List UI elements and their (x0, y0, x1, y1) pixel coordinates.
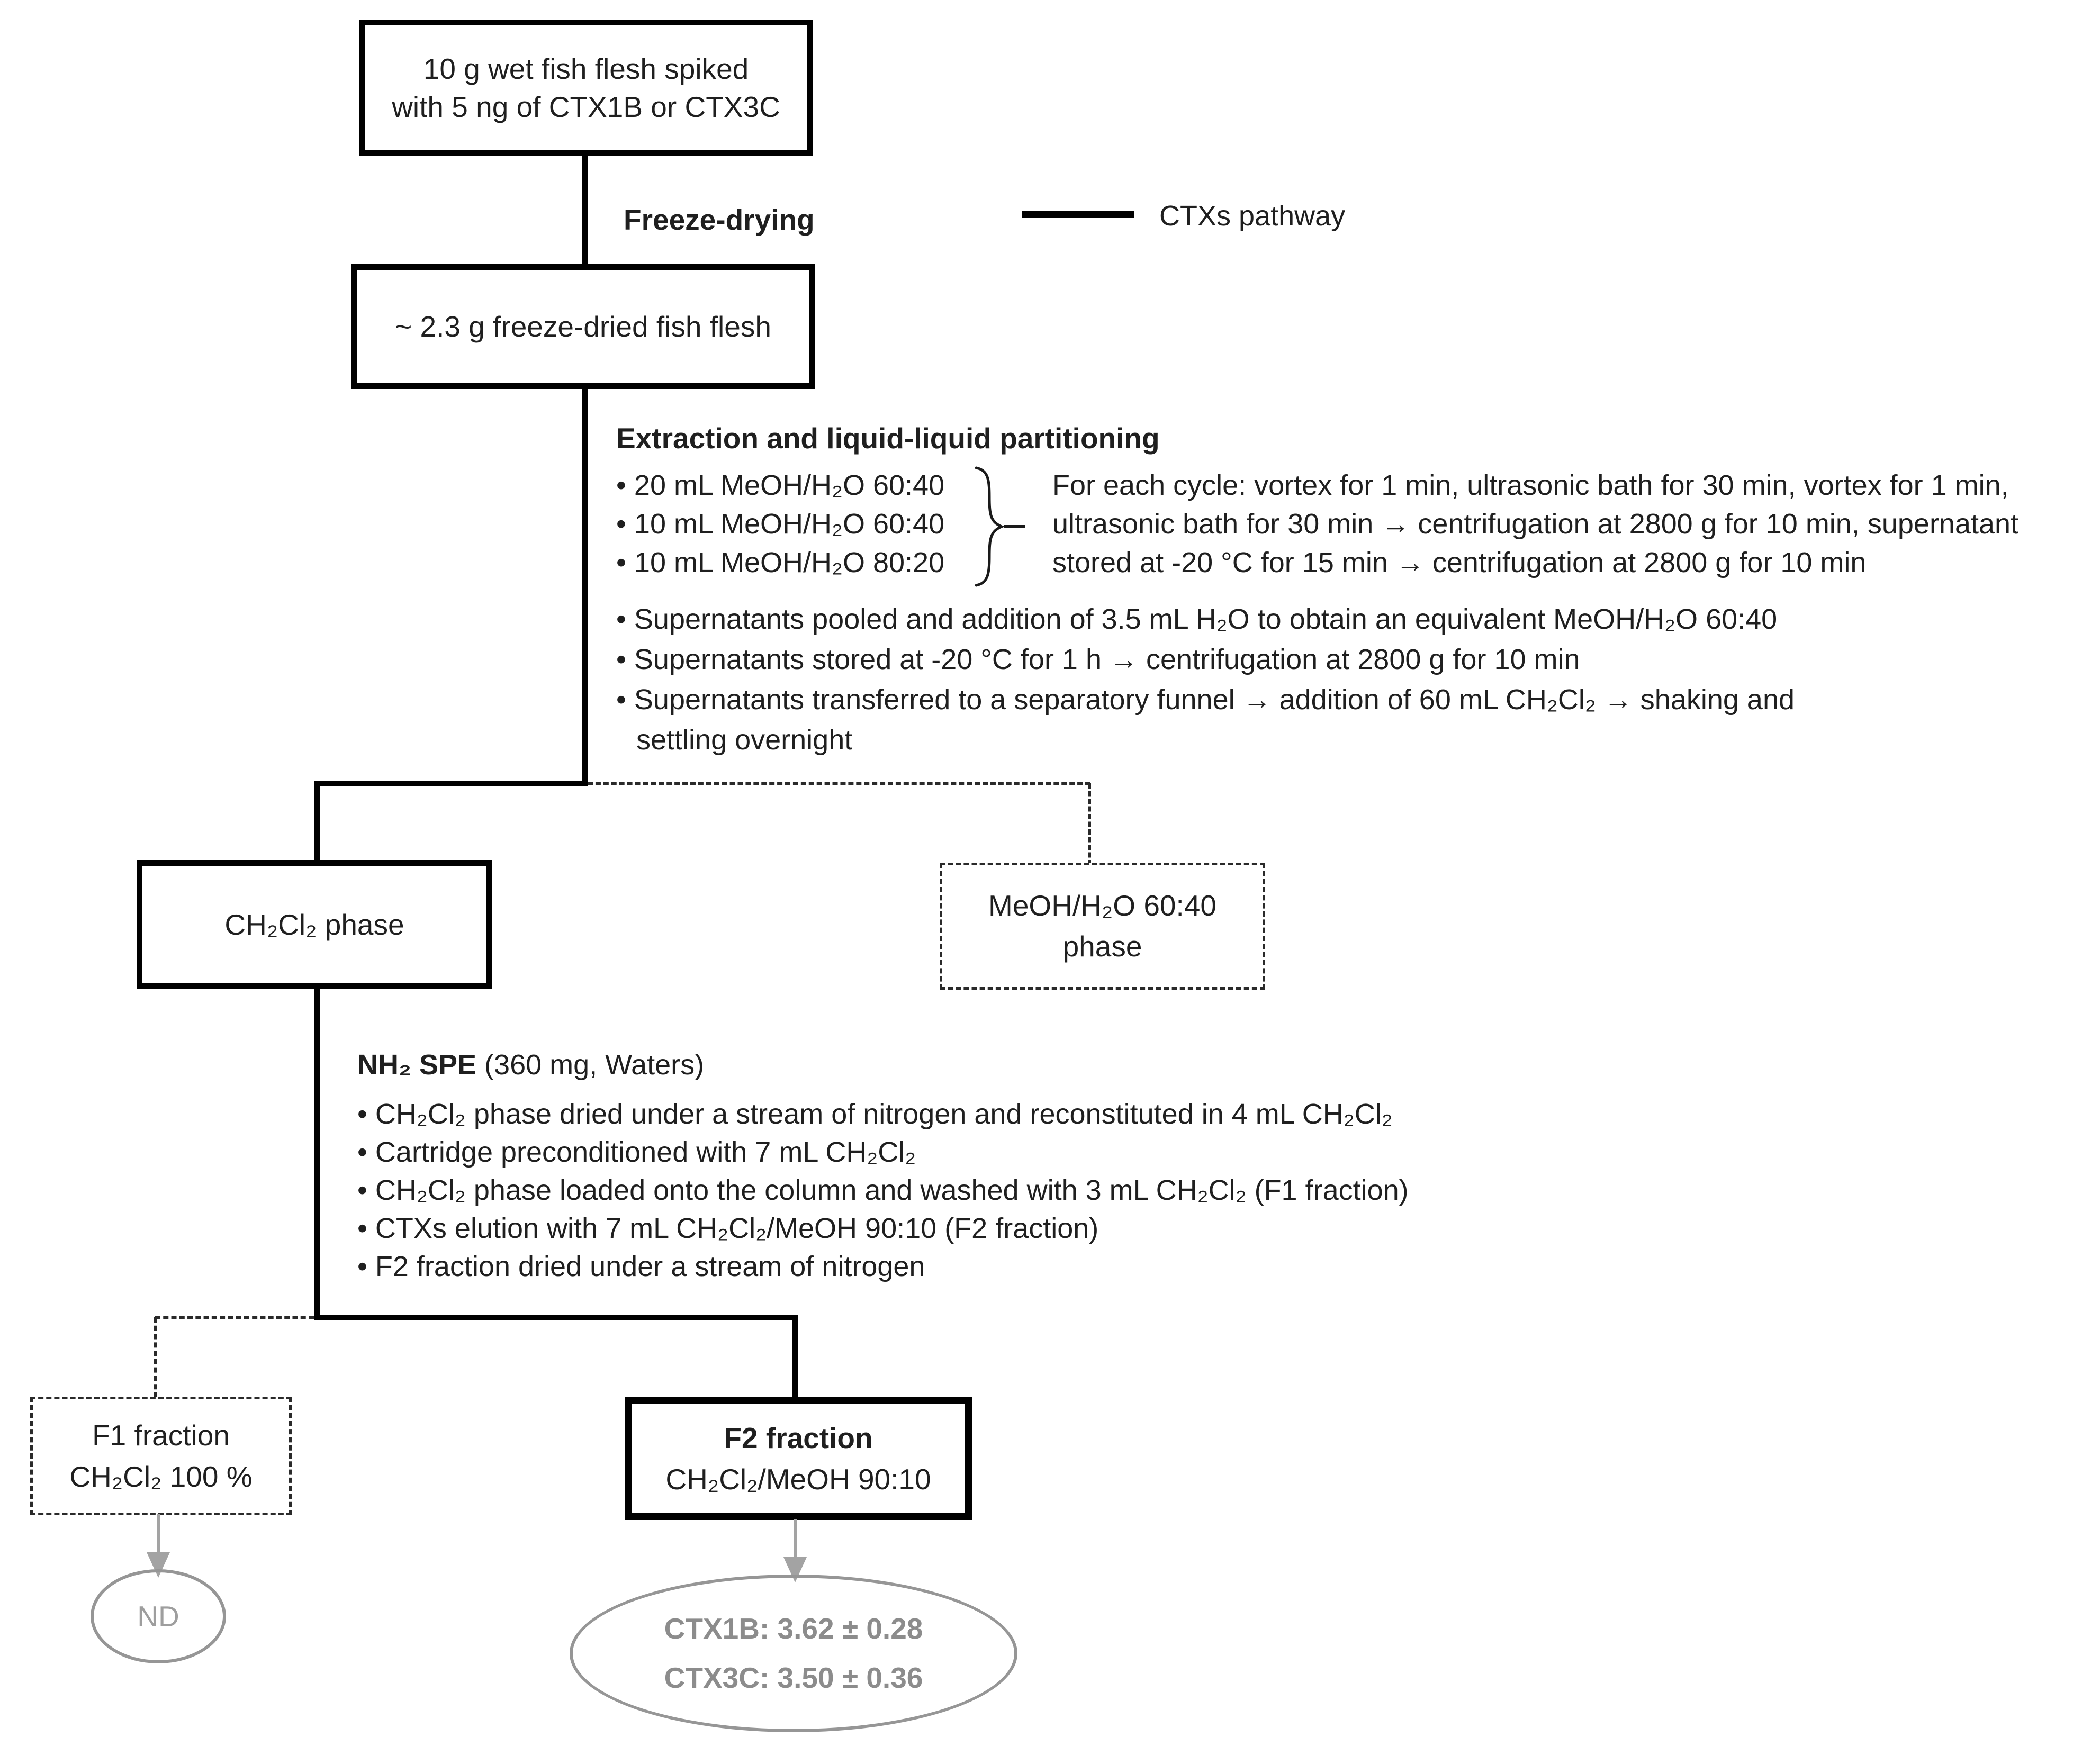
junction2-dashed-horizontal (155, 1316, 314, 1319)
spe-bullet: • F2 fraction dried under a stream of ni… (357, 1251, 925, 1282)
curly-brace (975, 466, 1005, 587)
connector-extraction (582, 387, 588, 786)
spe-heading: NH₂ SPE (360 mg, Waters) (357, 1046, 704, 1084)
meoh-phase-box: MeOH/H₂O 60:40 phase (940, 863, 1265, 990)
spe-bullet: • CTXs elution with 7 mL CH₂Cl₂/MeOH 90:… (357, 1213, 1099, 1244)
junction1-solid-vertical (314, 781, 320, 865)
legend-line-sample (1022, 211, 1134, 218)
extraction-heading: Extraction and liquid-liquid partitionin… (616, 422, 1160, 455)
spe-heading-bold: NH₂ SPE (357, 1049, 477, 1081)
f1-fraction-box: F1 fraction CH₂Cl₂ 100 % (30, 1397, 292, 1515)
legend-label: CTXs pathway (1159, 200, 1346, 232)
junction1-dashed-horizontal (588, 782, 1090, 785)
extraction-bullet-continuation: settling overnight (636, 724, 853, 756)
f1-fraction-line1: F1 fraction (92, 1419, 230, 1452)
solvent-bullet-list: • 20 mL MeOH/H₂O 60:40 • 10 mL MeOH/H₂O … (616, 469, 944, 585)
ctx-result-ellipse: CTX1B: 3.62 ± 0.28 CTX3C: 3.50 ± 0.36 (570, 1575, 1017, 1732)
start-box-line2: with 5 ng of CTX1B or CTX3C (392, 90, 780, 123)
meoh-phase-line1: MeOH/H₂O 60:40 (988, 889, 1216, 922)
f1-fraction-line2: CH₂Cl₂ 100 % (69, 1460, 253, 1493)
extraction-bullet: • Supernatants pooled and addition of 3.… (616, 603, 1778, 635)
start-box: 10 g wet fish flesh spiked with 5 ng of … (359, 20, 813, 156)
ctx3c-result: CTX3C: 3.50 ± 0.36 (664, 1661, 923, 1694)
cycle-note-line: For each cycle: vortex for 1 min, ultras… (1052, 469, 2009, 501)
solvent-bullet: • 10 mL MeOH/H₂O 60:40 (616, 508, 945, 540)
extraction-bullet: • Supernatants stored at -20 °C for 1 h … (616, 644, 1580, 675)
cycle-note: For each cycle: vortex for 1 min, ultras… (1052, 469, 2018, 585)
freeze-dried-box: ~ 2.3 g freeze-dried fish flesh (351, 264, 815, 389)
extraction-bullet: • Supernatants transferred to a separato… (616, 684, 1795, 716)
ch2cl2-phase-text: CH₂Cl₂ phase (224, 908, 404, 941)
f2-fraction-line1: F2 fraction (724, 1421, 873, 1454)
f1-result-arrow (157, 1514, 160, 1554)
ctx1b-result: CTX1B: 3.62 ± 0.28 (664, 1612, 923, 1645)
spe-bullet: • Cartridge preconditioned with 7 mL CH₂… (357, 1136, 916, 1168)
ch2cl2-phase-box: CH₂Cl₂ phase (137, 860, 492, 989)
junction2-solid-vertical (792, 1315, 798, 1399)
spe-heading-rest: (360 mg, Waters) (476, 1049, 705, 1081)
junction2-dashed-vertical (154, 1317, 157, 1398)
freeze-drying-label: Freeze-drying (624, 203, 815, 236)
f2-fraction-line2: CH₂Cl₂/MeOH 90:10 (665, 1462, 931, 1496)
meoh-phase-line2: phase (1062, 930, 1142, 963)
nd-result-text: ND (137, 1599, 179, 1633)
nd-result-ellipse: ND (91, 1569, 226, 1663)
cycle-note-line: stored at -20 °C for 15 min → centrifuga… (1052, 547, 1867, 578)
f2-result-arrow (794, 1519, 797, 1559)
brace-tick (1004, 525, 1025, 528)
freeze-dried-box-text: ~ 2.3 g freeze-dried fish flesh (395, 310, 771, 343)
spe-bullet: • CH₂Cl₂ phase loaded onto the column an… (357, 1174, 1409, 1206)
start-box-line1: 10 g wet fish flesh spiked (423, 52, 749, 85)
f2-fraction-box: F2 fraction CH₂Cl₂/MeOH 90:10 (625, 1397, 972, 1520)
connector-freeze (582, 153, 588, 267)
solvent-bullet: • 20 mL MeOH/H₂O 60:40 (616, 469, 945, 501)
solvent-bullet: • 10 mL MeOH/H₂O 80:20 (616, 547, 945, 578)
connector-spe (314, 988, 320, 1320)
junction2-solid-horizontal (314, 1315, 798, 1320)
junction1-dashed-vertical (1088, 783, 1091, 865)
junction1-solid-horizontal (314, 781, 588, 786)
cycle-note-line: ultrasonic bath for 30 min → centrifugat… (1052, 508, 2019, 540)
spe-bullet: • CH₂Cl₂ phase dried under a stream of n… (357, 1098, 1393, 1130)
